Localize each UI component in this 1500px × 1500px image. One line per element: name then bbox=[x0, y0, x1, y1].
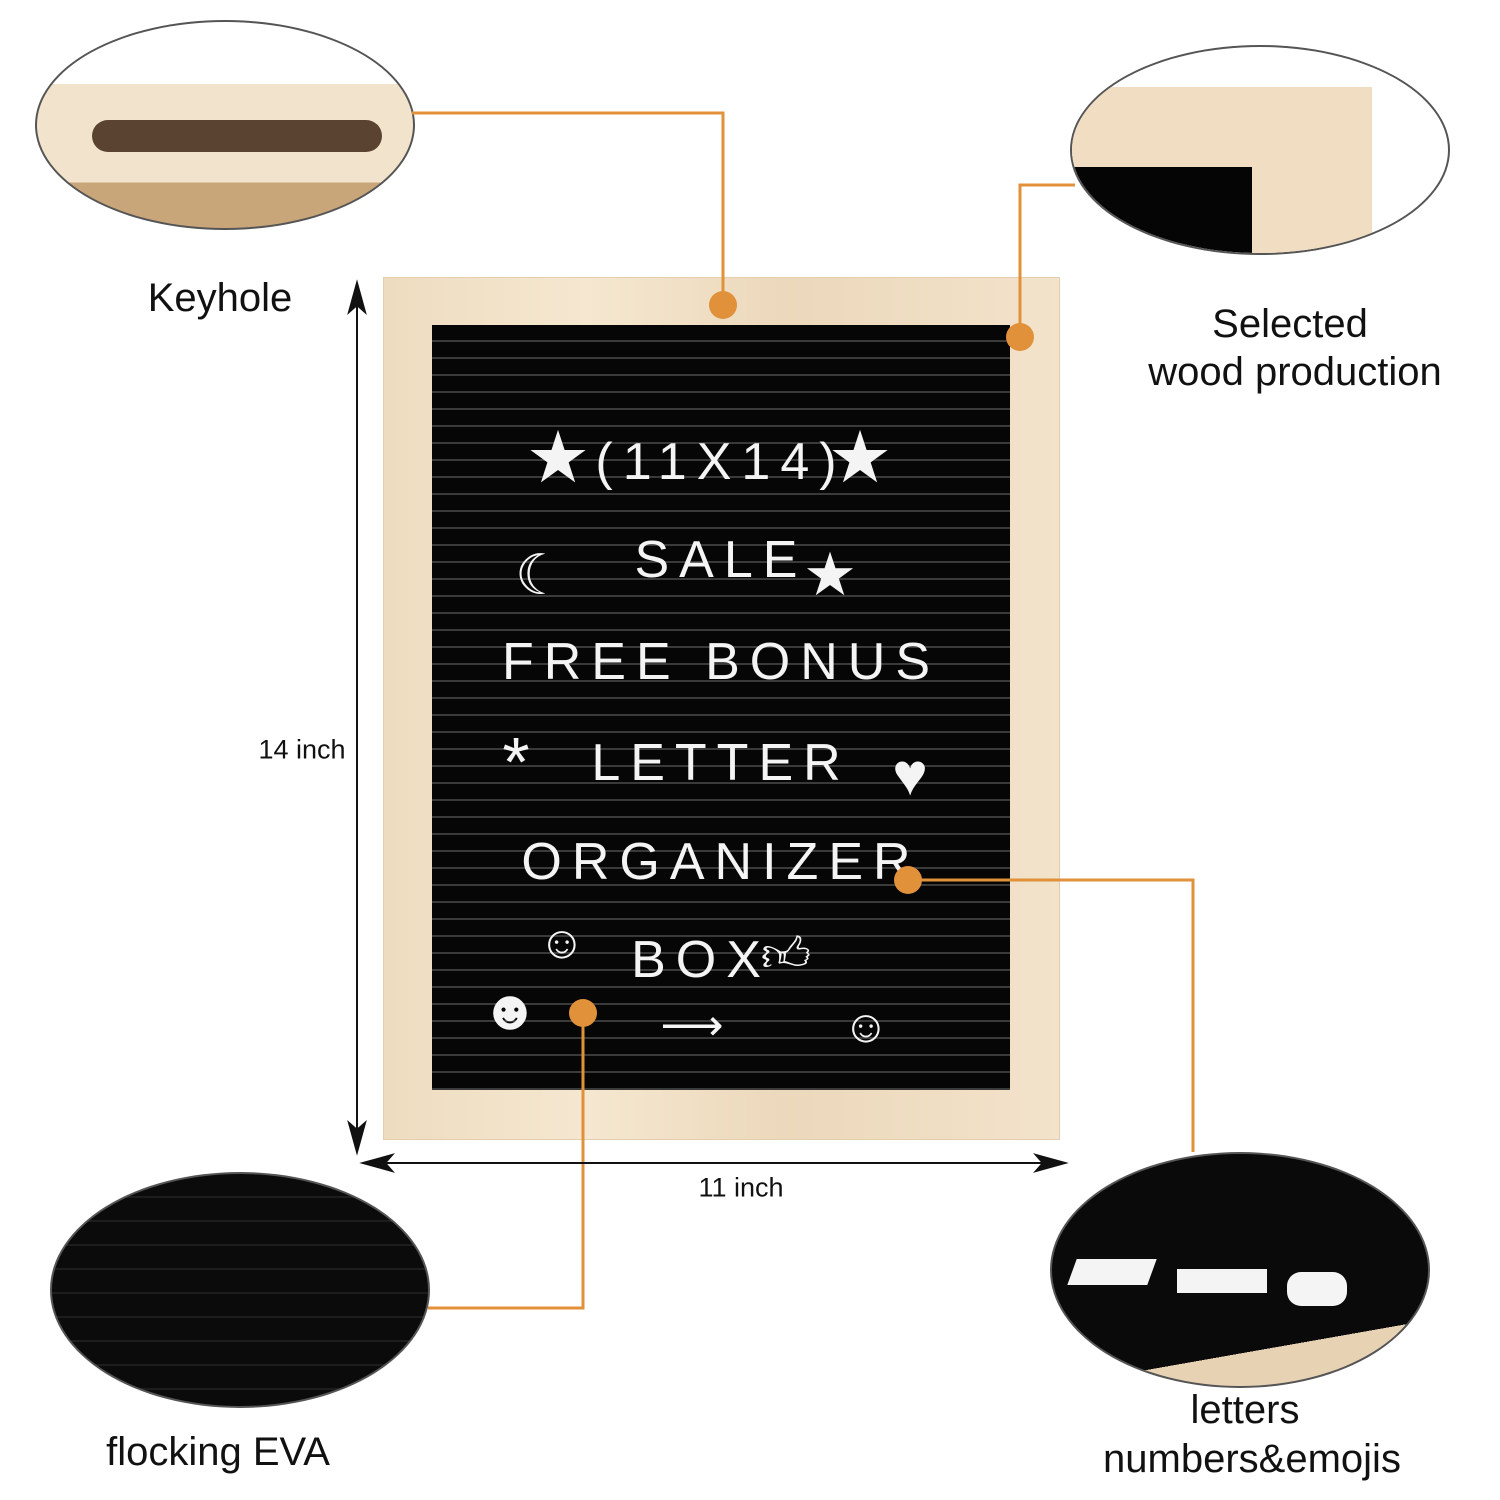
star-icon: ★ bbox=[827, 418, 893, 498]
wood-label-line1: Selected bbox=[1212, 302, 1368, 346]
star-icon: ★ bbox=[803, 541, 857, 608]
letter-piece bbox=[1287, 1272, 1347, 1306]
keyhole-detail-image bbox=[35, 20, 415, 230]
board-text: ORGANIZER bbox=[521, 833, 921, 891]
felt-corner bbox=[1072, 167, 1252, 253]
board-text: (11X14) bbox=[595, 433, 847, 491]
thumbs-up-icon: 👍︎ bbox=[760, 929, 812, 982]
arrow-right-icon: ⟶ bbox=[660, 1001, 724, 1050]
flocking-leader-line bbox=[428, 1013, 585, 1310]
callout-dot bbox=[569, 999, 597, 1027]
arrow-right-icon bbox=[1033, 1153, 1069, 1173]
board-text: BOX bbox=[631, 931, 771, 989]
smiley-icon: ☺ bbox=[842, 1000, 890, 1052]
letters-label-line1: letters bbox=[1190, 1388, 1300, 1432]
felt-board bbox=[432, 325, 1010, 1090]
wood-label-line2: wood production bbox=[1148, 350, 1442, 394]
flocking-detail-image bbox=[50, 1172, 430, 1408]
asterisk-icon: * bbox=[502, 723, 530, 801]
keyhole-leader-line bbox=[412, 111, 725, 305]
star-icon: ★ bbox=[525, 418, 591, 498]
wood-corner-detail-image bbox=[1070, 45, 1450, 255]
letters-label-line2: numbers&emojis bbox=[1103, 1437, 1401, 1481]
board-text: SALE bbox=[634, 531, 808, 589]
letters-leader-line bbox=[908, 878, 1195, 1152]
arrow-up-icon bbox=[347, 279, 367, 315]
height-label: 14 inch bbox=[258, 734, 346, 765]
smiley-icon: ☺ bbox=[538, 916, 586, 968]
wood-leader-line bbox=[1018, 183, 1075, 337]
callout-dot bbox=[709, 291, 737, 319]
arrow-left-icon bbox=[359, 1153, 395, 1173]
moon-icon: ☾ bbox=[514, 543, 566, 606]
flocking-label: flocking EVA bbox=[106, 1430, 330, 1474]
letters-detail-image bbox=[1050, 1152, 1430, 1388]
heart-eyes-emoji-icon: ☻ bbox=[480, 978, 540, 1041]
callout-dot bbox=[894, 866, 922, 894]
letter-piece bbox=[1177, 1269, 1267, 1293]
arrow-down-icon bbox=[347, 1120, 367, 1156]
board-text: FREE BONUS bbox=[501, 633, 941, 691]
callout-dot bbox=[1006, 323, 1034, 351]
board-row-size: (11X14) bbox=[432, 432, 1010, 492]
width-label: 11 inch bbox=[698, 1172, 784, 1203]
board-text: LETTER bbox=[591, 734, 851, 792]
heart-icon: ♥ bbox=[892, 741, 928, 808]
keyhole-label: Keyhole bbox=[147, 276, 293, 320]
keyhole-slot bbox=[92, 120, 382, 152]
